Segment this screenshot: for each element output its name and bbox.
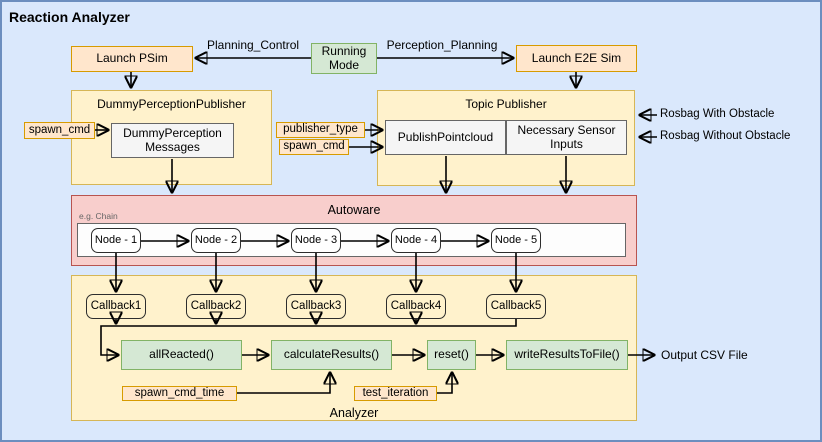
dummy-perception-messages-box: DummyPerception Messages	[111, 123, 234, 158]
spawn-cmd-label-middle: spawn_cmd	[279, 139, 349, 155]
topic-publisher-title: Topic Publisher	[465, 97, 547, 111]
launch-e2e-sim-box: Launch E2E Sim	[516, 45, 637, 72]
chain-note: e.g. Chain	[79, 211, 118, 221]
autoware-title: Autoware	[327, 203, 381, 217]
callback-1: Callback1	[86, 294, 146, 319]
node-chain-strip	[77, 223, 626, 257]
node-3: Node - 3	[291, 228, 341, 253]
dummy-perception-publisher-title: DummyPerceptionPublisher	[97, 97, 246, 111]
node-1: Node - 1	[91, 228, 141, 253]
analyzer-title: Analyzer	[329, 406, 379, 420]
node-5: Node - 5	[491, 228, 541, 253]
callback-4: Callback4	[386, 294, 446, 319]
running-mode-box: Running Mode	[311, 43, 377, 74]
perception-planning-label: Perception_Planning	[386, 38, 498, 52]
node-4: Node - 4	[391, 228, 441, 253]
publisher-type-label: publisher_type	[276, 122, 365, 138]
test-iteration-label: test_iteration	[354, 386, 437, 401]
page-title: Reaction Analyzer	[9, 9, 130, 25]
rosbag-with-obstacle-label: Rosbag With Obstacle	[660, 108, 775, 120]
calculate-results-box: calculateResults()	[271, 340, 392, 370]
callback-5: Callback5	[486, 294, 546, 319]
all-reacted-box: allReacted()	[121, 340, 242, 370]
spawn-cmd-time-label: spawn_cmd_time	[122, 386, 237, 401]
node-2: Node - 2	[191, 228, 241, 253]
rosbag-without-obstacle-label: Rosbag Without Obstacle	[660, 130, 791, 142]
callback-3: Callback3	[286, 294, 346, 319]
output-csv-file-label: Output CSV File	[661, 348, 748, 362]
write-results-to-file-box: writeResultsToFile()	[506, 340, 628, 370]
spawn-cmd-label-left: spawn_cmd	[24, 122, 95, 139]
reset-box: reset()	[427, 340, 476, 370]
planning-control-label: Planning_Control	[206, 38, 300, 52]
callback-2: Callback2	[186, 294, 246, 319]
launch-psim-box: Launch PSim	[71, 46, 193, 72]
necessary-sensor-inputs-box: Necessary Sensor Inputs	[506, 120, 627, 155]
publish-pointcloud-box: PublishPointcloud	[385, 120, 506, 155]
